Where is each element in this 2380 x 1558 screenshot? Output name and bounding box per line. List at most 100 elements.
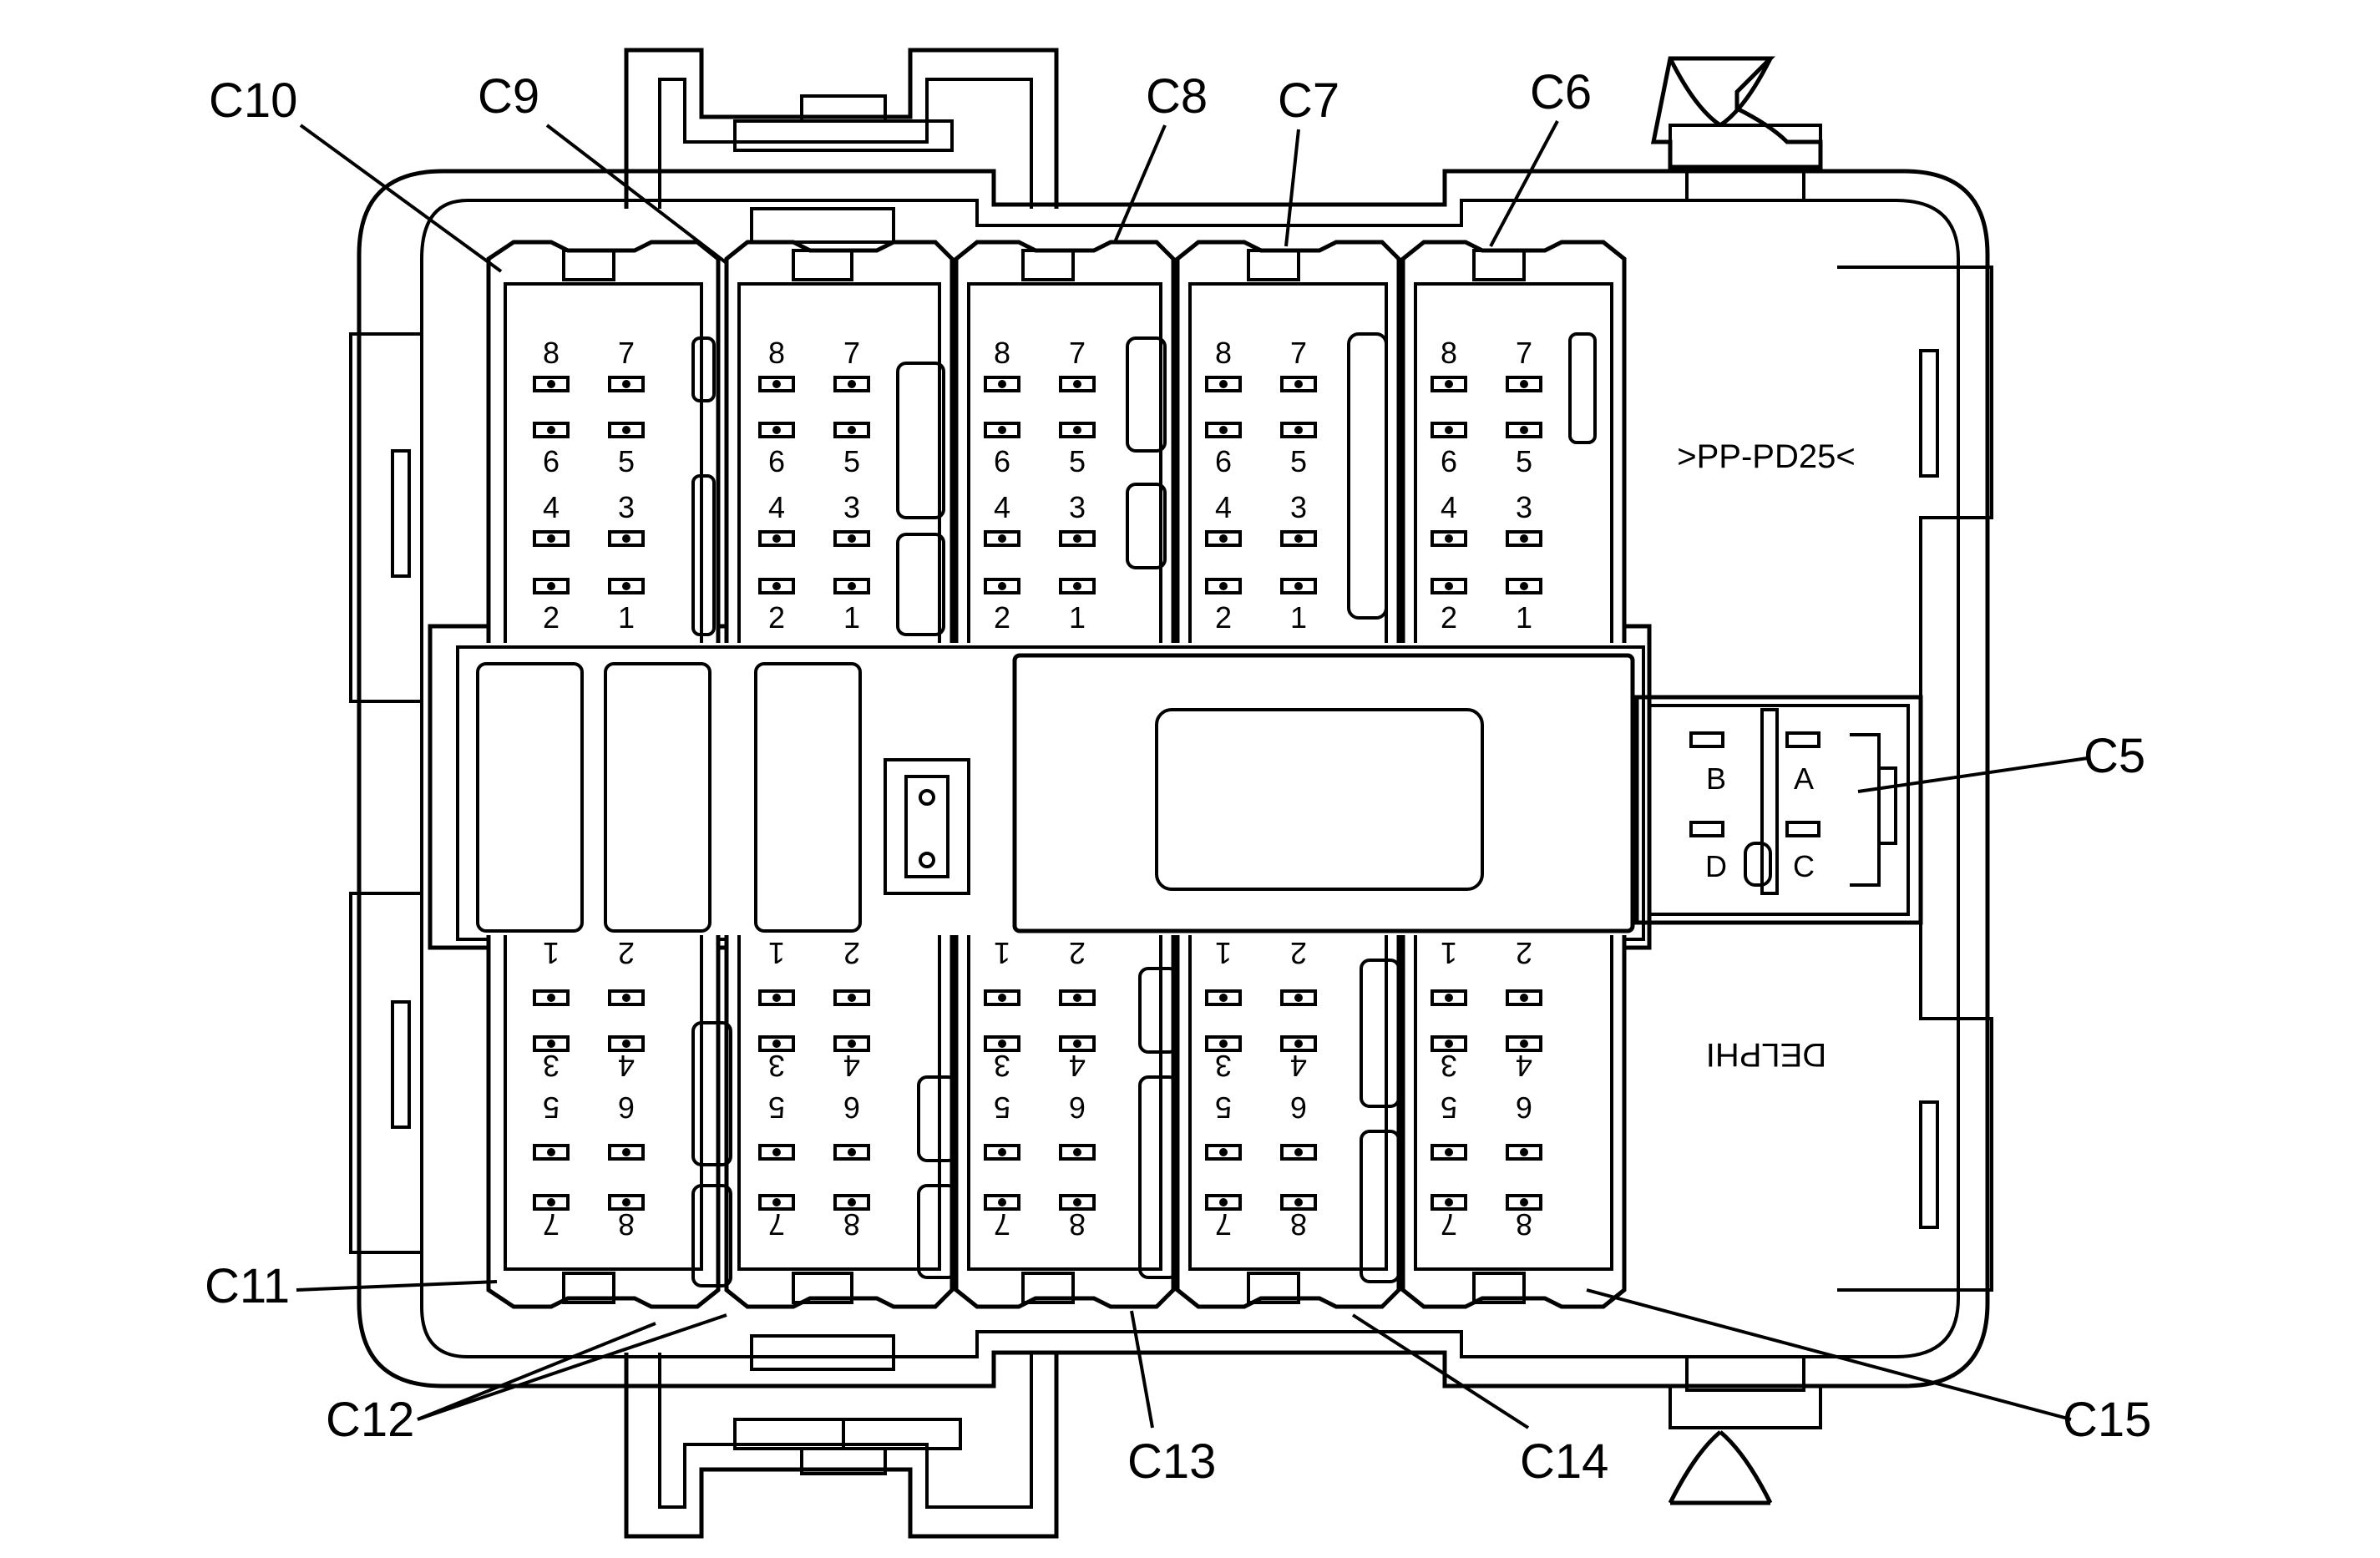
c9-terminal-dot-p8 <box>772 380 781 388</box>
c11-pin-p3: 3 <box>543 1049 560 1083</box>
c6-terminal-dot-p6 <box>1445 426 1453 434</box>
c13-terminal-dot-p4 <box>1073 1040 1081 1048</box>
c13-pin-p4: 4 <box>1069 1049 1086 1083</box>
c6-pin-p2: 2 <box>1441 600 1457 635</box>
c6-terminal-dot-p8 <box>1445 380 1453 388</box>
c13-terminal-dot-p1 <box>998 994 1006 1002</box>
c8-terminal-dot-p3 <box>1073 534 1081 543</box>
c12-terminal-dot-p5 <box>772 1148 781 1156</box>
c11-pin-p1: 1 <box>543 936 560 970</box>
c15-terminal-dot-p3 <box>1445 1040 1453 1048</box>
c6-terminal-dot-p5 <box>1520 426 1528 434</box>
c9-pin-p6: 6 <box>768 444 785 478</box>
c14-connector <box>1175 935 1401 1309</box>
c9-pin-p7: 7 <box>843 336 860 370</box>
c7-pin-p5: 5 <box>1290 444 1307 478</box>
c13-pin-p6: 6 <box>1069 1090 1086 1125</box>
callout-labels: C10 C9 C8 C7 C6 C5 C11 C12 C13 C14 C15 <box>205 65 2151 1489</box>
c13-connector <box>954 935 1176 1309</box>
label-c12: C12 <box>326 1393 414 1447</box>
label-c13: C13 <box>1127 1434 1216 1489</box>
c13-pin-p2: 2 <box>1069 936 1086 970</box>
c8-terminal-dot-p6 <box>998 426 1006 434</box>
c8-pin-p3: 3 <box>1069 490 1086 524</box>
c5-pin-a: A <box>1794 761 1814 796</box>
c15-terminal-dot-p7 <box>1445 1198 1453 1206</box>
c14-pin-p2: 2 <box>1290 936 1307 970</box>
c7-terminal-dot-p2 <box>1219 582 1228 590</box>
c9-leader <box>545 124 728 265</box>
c10-pin-p8: 8 <box>543 336 560 370</box>
c5-connector: B A D C <box>1634 695 1923 925</box>
c10-terminal-dot-p8 <box>547 380 555 388</box>
c11-pin-p6: 6 <box>618 1090 635 1125</box>
c8-terminal-dot-p4 <box>998 534 1006 543</box>
c7-pin-p1: 1 <box>1290 600 1307 635</box>
c9-pin-p8: 8 <box>768 336 785 370</box>
c10-terminal-dot-p6 <box>547 426 555 434</box>
label-c14: C14 <box>1520 1434 1608 1489</box>
c9-pin-p5: 5 <box>843 444 860 478</box>
c9-pin-p3: 3 <box>843 490 860 524</box>
c14-pin-p1: 1 <box>1215 936 1232 970</box>
c6-terminal-dot-p4 <box>1445 534 1453 543</box>
c13-terminal-dot-p7 <box>998 1198 1006 1206</box>
c6-pin-p6: 6 <box>1441 444 1457 478</box>
c7-pin-p8: 8 <box>1215 336 1232 370</box>
c14-terminal-dot-p4 <box>1294 1040 1303 1048</box>
c6-terminal-dot-p2 <box>1445 582 1453 590</box>
bottom-connector-row <box>486 935 1627 1309</box>
c5-leader <box>1857 756 2089 793</box>
c8-terminal-dot-p8 <box>998 380 1006 388</box>
c12-pin-p2: 2 <box>843 936 860 970</box>
c15-pin-p7: 7 <box>1441 1207 1457 1242</box>
c13-terminal-dot-p3 <box>998 1040 1006 1048</box>
c7-pin-p3: 3 <box>1290 490 1307 524</box>
c12-pin-p7: 7 <box>768 1207 785 1242</box>
c15-terminal-dot-p1 <box>1445 994 1453 1002</box>
c13-pin-p1: 1 <box>994 936 1010 970</box>
c9-pin-p4: 4 <box>768 490 785 524</box>
c10-terminal-dot-p2 <box>547 582 555 590</box>
c7-pin-p4: 4 <box>1215 490 1232 524</box>
label-c9: C9 <box>478 69 539 124</box>
c10-terminal-dot-p7 <box>622 380 630 388</box>
c10-leader <box>299 124 503 273</box>
c14-terminal-dot-p5 <box>1219 1148 1228 1156</box>
c8-terminal-dot-p5 <box>1073 426 1081 434</box>
c12-pin-p5: 5 <box>768 1090 785 1125</box>
c11-leader <box>296 1280 498 1292</box>
c7-leader <box>1284 129 1300 247</box>
callout-leaders <box>296 120 2089 1429</box>
c5-pin-d: D <box>1705 849 1727 883</box>
c8-terminal-dot-p7 <box>1073 380 1081 388</box>
c12-terminal-dot-p4 <box>848 1040 856 1048</box>
c9-terminal-dot-p6 <box>772 426 781 434</box>
c15-terminal-dot-p8 <box>1520 1198 1528 1206</box>
top-latch <box>624 48 1059 244</box>
c8-pin-p8: 8 <box>994 336 1010 370</box>
c15-pin-p6: 6 <box>1516 1090 1532 1125</box>
c11-pin-p8: 8 <box>618 1207 635 1242</box>
c12-terminal-dot-p6 <box>848 1148 856 1156</box>
c15-pin-p2: 2 <box>1516 936 1532 970</box>
c6-pin-p5: 5 <box>1516 444 1532 478</box>
c10-pin-p6: 6 <box>543 444 560 478</box>
c9-terminal-dot-p4 <box>772 534 781 543</box>
c11-pin-p2: 2 <box>618 936 635 970</box>
c8-pin-p4: 4 <box>994 490 1010 524</box>
c15-terminal-dot-p4 <box>1520 1040 1528 1048</box>
c14-terminal-dot-p2 <box>1294 994 1303 1002</box>
c10-pin-p4: 4 <box>543 490 560 524</box>
c5-terminal-a <box>1785 731 1820 748</box>
c14-terminal-dot-p7 <box>1219 1198 1228 1206</box>
c8-terminal-dot-p2 <box>998 582 1006 590</box>
c13-terminal-dot-p5 <box>998 1148 1006 1156</box>
c11-terminal-dot-p2 <box>622 994 630 1002</box>
c14-pin-p8: 8 <box>1290 1207 1307 1242</box>
c14-terminal-dot-p8 <box>1294 1198 1303 1206</box>
c14-pin-p5: 5 <box>1215 1090 1232 1125</box>
c12-connector <box>724 935 955 1309</box>
